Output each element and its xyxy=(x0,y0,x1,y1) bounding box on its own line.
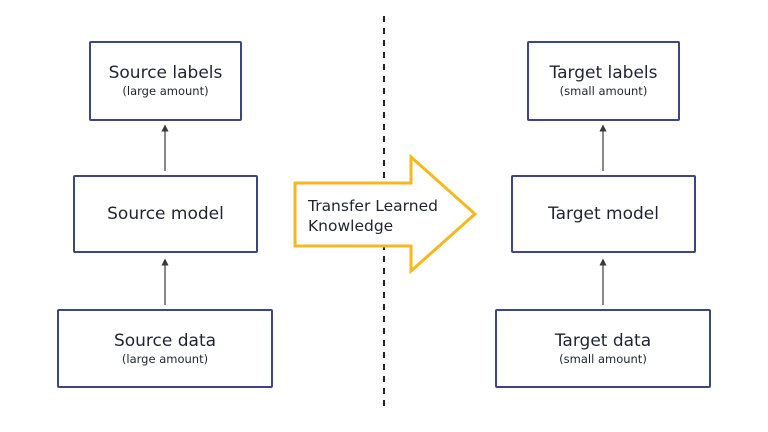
target-labels-box: Target labels (small amount) xyxy=(527,41,680,121)
target-data-subtitle: (small amount) xyxy=(559,351,647,366)
source-labels-title: Source labels xyxy=(108,63,223,83)
transfer-arrow xyxy=(293,153,478,275)
target-labels-title: Target labels xyxy=(549,63,658,83)
source-data-box: Source data (large amount) xyxy=(57,309,273,388)
target-model-box: Target model xyxy=(511,175,696,253)
target-model-title: Target model xyxy=(548,203,659,224)
source-labels-box: Source labels (large amount) xyxy=(89,41,242,121)
source-model-box: Source model xyxy=(73,175,258,253)
target-data-box: Target data (small amount) xyxy=(495,309,711,388)
target-data-title: Target data xyxy=(554,330,652,351)
target-labels-subtitle: (small amount) xyxy=(559,84,648,98)
source-data-title: Source data xyxy=(113,330,217,351)
transfer-label-line2: Knowledge xyxy=(308,217,394,235)
source-model-title: Source model xyxy=(107,203,224,224)
transfer-arrow-label: Transfer Learned Knowledge xyxy=(308,196,458,236)
transfer-label-line1: Transfer Learned xyxy=(308,197,438,215)
source-data-subtitle: (large amount) xyxy=(121,351,209,366)
source-labels-subtitle: (large amount) xyxy=(122,84,209,98)
